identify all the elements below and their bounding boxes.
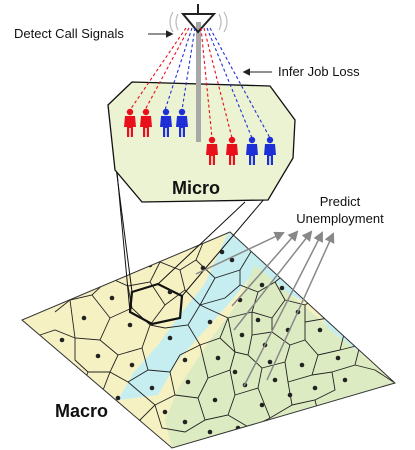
micro-label: Micro: [172, 178, 220, 198]
macro-label: Macro: [55, 401, 108, 421]
infer-job-loss-label: Infer Job Loss: [278, 64, 360, 79]
arrow-icon: [231, 230, 299, 307]
arrow-icon: [195, 231, 285, 275]
signal-lines: [129, 27, 271, 139]
predict-label: Predict: [320, 194, 361, 209]
arrow-icon: [233, 230, 313, 331]
arrow-icon: [266, 232, 335, 381]
arrow-icon: [243, 231, 323, 387]
cell-tower-icon: [169, 4, 228, 142]
micro-panel: [107, 81, 296, 203]
river-band: [118, 232, 262, 400]
map-border: [21, 231, 396, 449]
predict-arrows: [195, 230, 335, 387]
detect-call-signals-label: Detect Call Signals: [14, 26, 124, 41]
green-region: [165, 265, 395, 448]
unemployment-label: Unemployment: [296, 211, 384, 226]
